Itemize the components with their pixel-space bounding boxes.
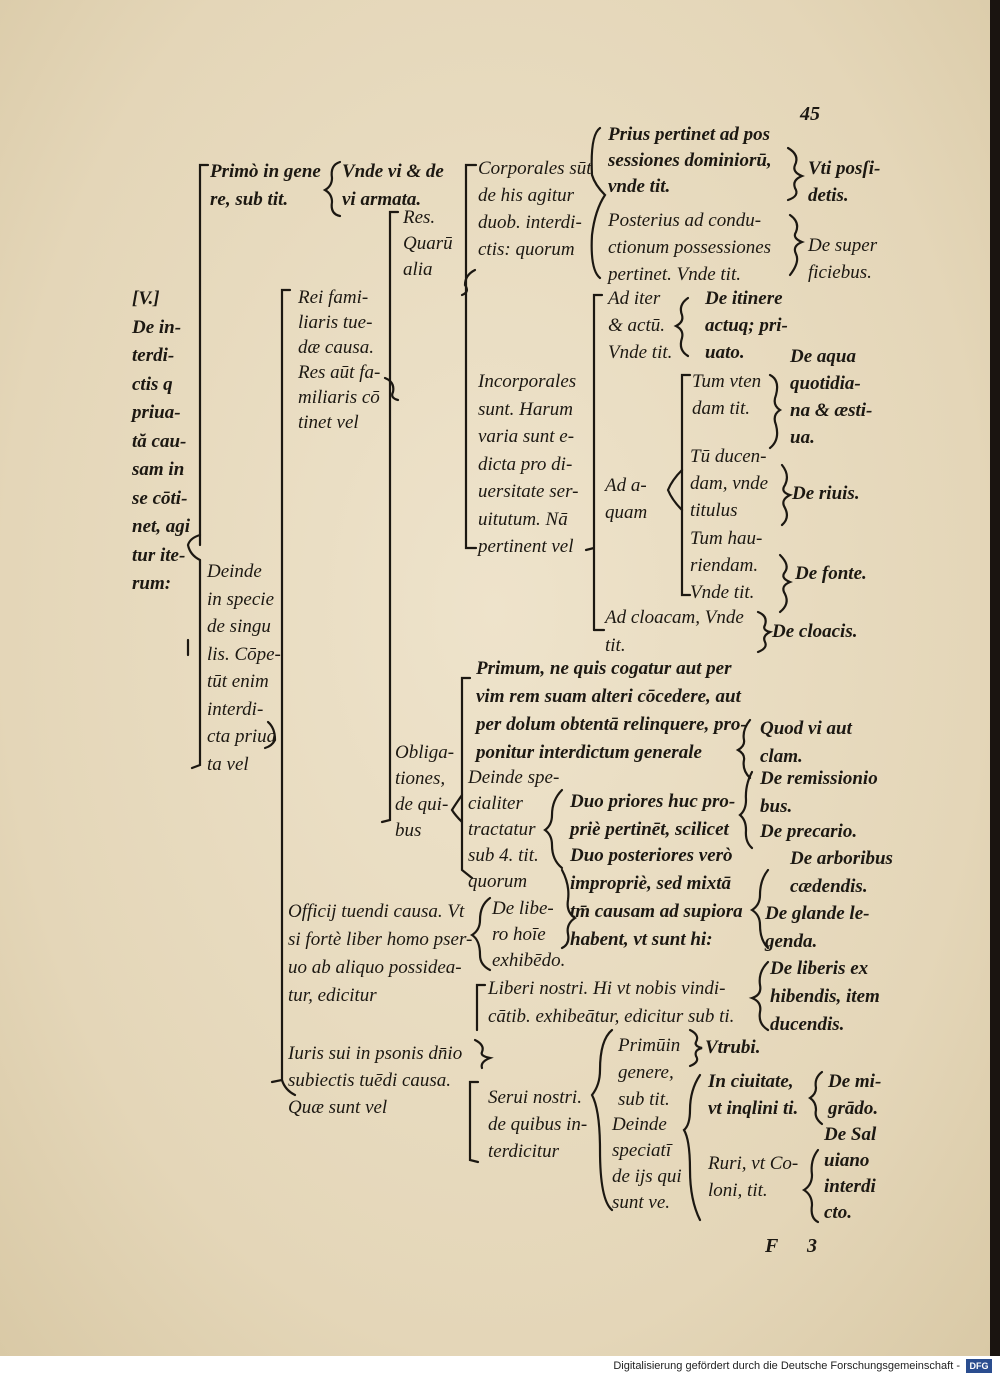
incorporales-label: Incorporales sunt. Harum varia sunt e- d… — [478, 371, 579, 557]
duo-posteriores: Duo posteriores verò impropriè, sed mixt… — [570, 845, 743, 950]
iuris-label: Iuris sui in psonis dn̄io subiectis tuēd… — [288, 1043, 463, 1118]
ciuitate-text: In ciuitate, vt inqlini ti. — [708, 1071, 799, 1119]
dfg-logo: DFG — [966, 1359, 992, 1373]
cloacam-title: De cloacis. — [772, 621, 858, 642]
obligationes-deinde: Deinde spe- cialiter tractatur sub 4. ti… — [468, 767, 560, 892]
libero-text: De libe- ro hoīe exhibēdo. — [492, 898, 566, 971]
posterius-title: De super ficiebus. — [808, 235, 878, 283]
serui-primum: Primūin genere, sub tit. — [618, 1035, 681, 1110]
liberi-title: De liberis ex hibendis, item ducendis. — [770, 958, 880, 1035]
officij-label: Officij tuendi causa. Vt si fortè liber … — [288, 901, 473, 1006]
obligationes-primum: Primum, ne quis cogatur aut per vim rem … — [476, 658, 747, 763]
aquam-text: Ad a- quam — [605, 475, 648, 523]
primo-title: Vnde vi & de vi armata. — [342, 161, 444, 210]
deinde-label: Deinde in specie de singu lis. Cōpe- tūt… — [207, 561, 281, 775]
quod-vi-title: Quod vi aut clam. — [760, 718, 852, 767]
posteriores-title-1: De arboribus cædendis. — [790, 848, 893, 897]
duo-priores: Duo priores huc pro- priè pertinēt, scil… — [570, 791, 736, 840]
corporales-label: Corporales sūt de his agitur duob. inter… — [478, 158, 592, 260]
prius-text: Prius pertinet ad pos sessiones dominior… — [608, 124, 772, 197]
serui-text: Serui nostri. de quibus in- terdicitur — [488, 1087, 588, 1162]
root-heading: [V.] De in- terdi- ctis q priua- tă cau-… — [132, 288, 191, 594]
iter-text: Ad iter & actū. Vnde tit. — [608, 288, 673, 363]
ruri-text: Ruri, vt Co- loni, tit. — [708, 1153, 799, 1201]
vtendam-title: De aqua quotidia- na & æsti- ua. — [790, 346, 873, 448]
footer-bar — [0, 1356, 1000, 1378]
res-label: Res. Quarū alia — [403, 207, 453, 280]
prius-title: Vti posſi- detis. — [808, 158, 881, 206]
ducendam-text: Tū ducen- dam, vnde titulus — [690, 446, 769, 521]
hauriendam-text: Tum hau- riendam. Vnde tit. — [690, 528, 763, 603]
vtrubi-title: Vtrubi. — [705, 1037, 761, 1058]
bracket-lines — [186, 126, 824, 1224]
footer-credit: Digitalisierung gefördert durch die Deut… — [613, 1360, 960, 1372]
signature-mark: F 3 — [765, 1235, 829, 1257]
iter-title: De itinere actuq; pri- uato. — [705, 288, 788, 363]
obligationes-label: Obliga- tiones, de qui- bus — [395, 742, 455, 841]
liberi-text: Liberi nostri. Hi vt nobis vindi- cātib.… — [488, 978, 735, 1027]
ciuitate-title: De mi- grādo. — [828, 1071, 882, 1119]
page-edge-shadow — [990, 0, 1000, 1356]
primo-label: Primò in gene re, sub tit. — [210, 161, 321, 210]
cloacam-text: Ad cloacam, Vnde tit. — [605, 607, 744, 656]
posterius-text: Posterius ad condu- ctionum possessiones… — [608, 210, 772, 285]
hauriendam-title: De fonte. — [795, 563, 867, 584]
priores-title-2: De precario. — [760, 821, 858, 842]
book-page: 45 [V.] De in- terdi- ctis q priua- tă c… — [0, 0, 990, 1356]
vtendam-text: Tum vten dam tit. — [692, 371, 762, 419]
rei-label: Rei fami- liaris tue- dæ causa. Res aūt … — [298, 287, 381, 433]
priores-title-1: De remissionio bus. — [760, 768, 878, 817]
ducendam-title: De riuis. — [792, 483, 860, 504]
page-number: 45 — [800, 103, 820, 125]
ruri-title: De Sal uiano interdi cto. — [824, 1124, 877, 1223]
serui-deinde: Deinde speciatī de ijs qui sunt ve. — [612, 1114, 682, 1213]
posteriores-title-2: De glande le- genda. — [765, 903, 870, 952]
